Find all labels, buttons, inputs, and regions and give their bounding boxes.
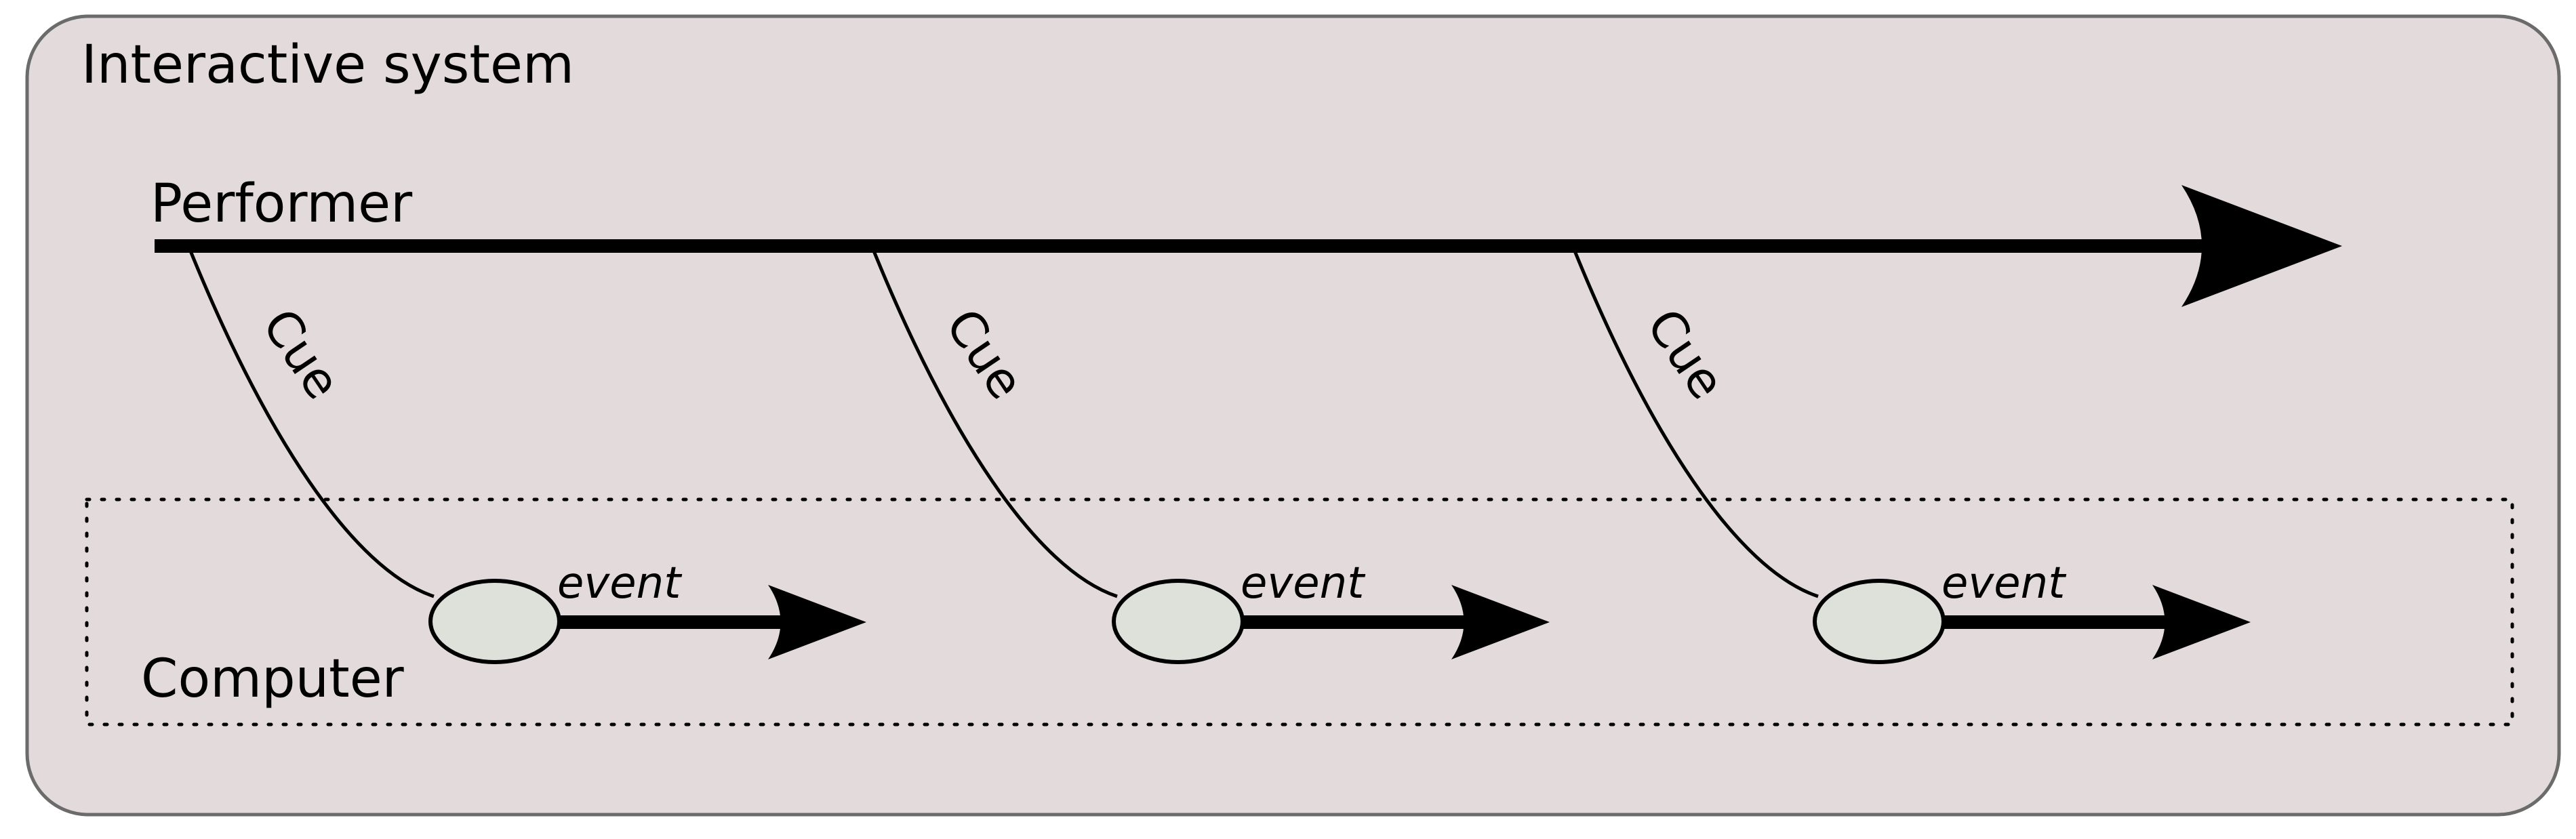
performer-label: Performer [150, 173, 413, 234]
computer-label: Computer [141, 649, 405, 710]
computer-region [85, 497, 2514, 727]
cue-group-1: Cue event [186, 245, 866, 664]
cue-curve-2 [870, 245, 1118, 598]
cue-curve-3 [1571, 245, 1819, 598]
event-label-1: event [557, 558, 683, 609]
event-node-1 [428, 579, 561, 664]
system-title: Interactive system [81, 35, 574, 96]
cue-curve-1 [186, 245, 435, 598]
performer-timeline-arrowhead [2181, 185, 2342, 307]
event-node-2 [1112, 579, 1245, 664]
event-label-3: event [1941, 558, 2067, 609]
event-arrowhead-2 [1451, 585, 1550, 659]
event-node-3 [1813, 579, 1946, 664]
interactive-system-box [25, 14, 2561, 817]
event-arrowhead-1 [768, 585, 866, 659]
event-label-2: event [1241, 558, 1366, 609]
event-arrowhead-3 [2152, 585, 2251, 659]
